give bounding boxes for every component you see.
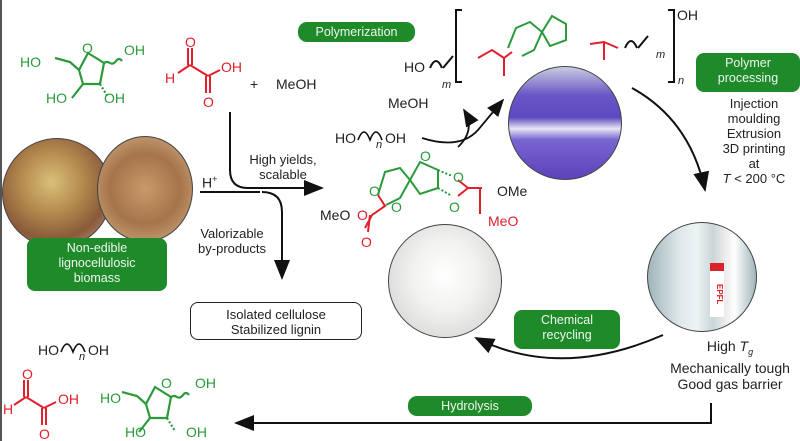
reaction-arrow bbox=[229, 112, 324, 196]
monomer-meo-label: MeO bbox=[320, 207, 350, 223]
properties-list: High Tg Mechanically tough Good gas barr… bbox=[670, 338, 790, 392]
hydrolysis-arrow bbox=[234, 403, 712, 431]
glyoxylic-label: H bbox=[3, 401, 13, 417]
corn-cob-photo bbox=[2, 138, 112, 248]
glyoxylic-label: OH bbox=[221, 59, 242, 75]
glyoxylic-label: O bbox=[203, 94, 214, 110]
svg-text:n: n bbox=[376, 139, 382, 151]
monomer-label: O bbox=[361, 234, 372, 250]
plus-sign: + bbox=[250, 76, 259, 92]
yield-label: High yields,scalable bbox=[249, 152, 317, 182]
sugar-label: HO bbox=[125, 424, 146, 440]
sugar-label: OH bbox=[104, 90, 125, 106]
svg-text:OH: OH bbox=[385, 130, 406, 146]
sugar-label: HO bbox=[100, 390, 121, 406]
sugar-label: OH bbox=[124, 42, 145, 58]
left-border bbox=[0, 0, 2, 441]
sugar-label: O bbox=[161, 375, 172, 391]
byproducts-arrow bbox=[261, 191, 290, 280]
monomer-label: O bbox=[369, 183, 380, 199]
recycling-arrow bbox=[474, 334, 664, 360]
glyoxylic-label: OH bbox=[58, 391, 79, 407]
sugar-label: OH bbox=[195, 375, 216, 391]
monomer-label: O bbox=[391, 199, 402, 215]
diol-product: HO n OH bbox=[38, 342, 109, 363]
polymer-m-label: m bbox=[442, 79, 451, 91]
svg-text:HO: HO bbox=[335, 130, 356, 146]
sugar-label: O bbox=[82, 40, 93, 56]
svg-text:HO: HO bbox=[38, 342, 59, 358]
xylose-structure-bottom bbox=[121, 385, 190, 433]
polymer-m-label: m bbox=[656, 49, 665, 61]
polymer-end-label: OH bbox=[677, 7, 698, 23]
monomer-ome-label: OMe bbox=[497, 183, 528, 199]
monomer-label: O bbox=[420, 148, 431, 164]
xylose-structure-top bbox=[54, 51, 123, 99]
diol-reagent: HO n OH bbox=[335, 130, 406, 151]
monomer-label: O bbox=[453, 169, 464, 185]
glyoxylic-acid-structure-bottom bbox=[13, 380, 57, 425]
svg-text:OH: OH bbox=[88, 342, 109, 358]
monomer-powder-photo bbox=[388, 224, 502, 338]
methanol-reagent: MeOH bbox=[276, 76, 317, 92]
monomer-label: MeO bbox=[488, 213, 518, 229]
diol-input-arrow bbox=[421, 98, 505, 144]
processing-methods: Injection moulding Extrusion 3D printing… bbox=[722, 96, 786, 186]
polymerization-pill: Polymerization bbox=[298, 22, 415, 42]
polymer-start-label: HO bbox=[404, 59, 425, 75]
sugar-label: HO bbox=[46, 90, 67, 106]
glyoxylic-label: O bbox=[185, 34, 196, 50]
monomer-label: O bbox=[449, 199, 460, 215]
monomer-structure bbox=[364, 160, 482, 233]
wood-chips-photo bbox=[97, 136, 193, 242]
methanol-release-arrow bbox=[457, 108, 479, 148]
polymer-n-label: n bbox=[678, 75, 684, 87]
epfl-usb-label: EPFL bbox=[710, 263, 724, 317]
hydrolysis-pill: Hydrolysis bbox=[408, 396, 532, 416]
svg-text:n: n bbox=[79, 351, 85, 363]
polymer-fibre-photo bbox=[508, 66, 622, 180]
epfl-product-photo: EPFL bbox=[647, 222, 757, 332]
glyoxylic-label: O bbox=[39, 426, 50, 441]
catalyst-label: H+ bbox=[202, 174, 218, 191]
glyoxylic-acid-structure-top bbox=[177, 48, 221, 93]
glyoxylic-label: H bbox=[165, 70, 175, 86]
sugar-label: OH bbox=[186, 424, 207, 440]
monomer-label: O bbox=[357, 207, 368, 223]
processing-arrow bbox=[631, 87, 710, 192]
polymer-structure bbox=[429, 9, 675, 83]
methanol-released: MeOH bbox=[388, 95, 428, 111]
sugar-label: HO bbox=[20, 54, 41, 70]
glyoxylic-label: O bbox=[22, 366, 33, 382]
